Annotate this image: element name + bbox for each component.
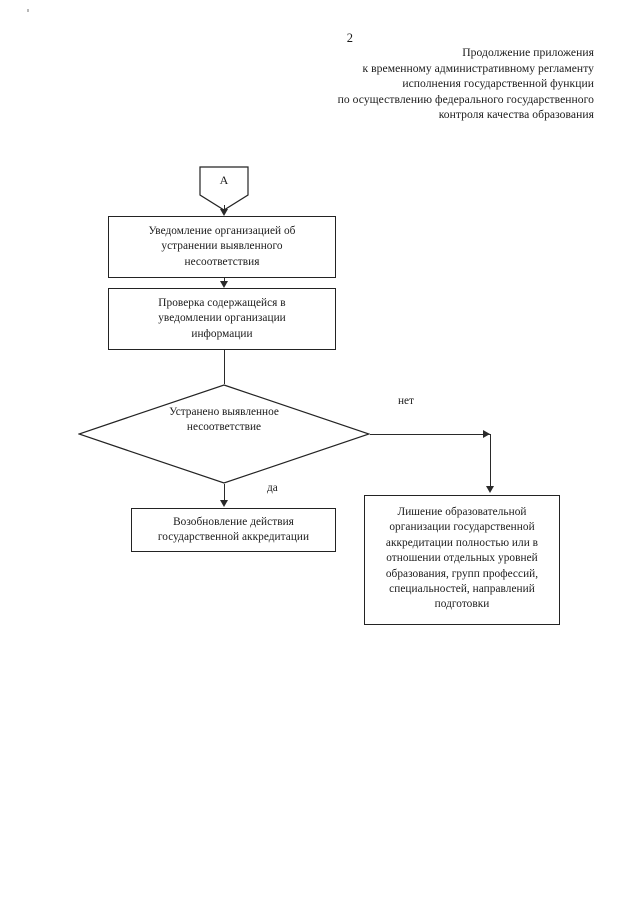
notification-line-2: устранении выявленного [161, 240, 283, 253]
process-box-revoke-text: Лишение образовательной организации госу… [365, 505, 559, 613]
edge-decision-to-revoke-horizontal [370, 434, 490, 435]
header-line-4: по осуществлению федерального государств… [337, 92, 594, 106]
arrowhead-down-icon [486, 486, 494, 493]
process-box-revoke: Лишение образовательной организации госу… [364, 495, 560, 625]
page-number: 2 [346, 31, 354, 45]
edge-notification-to-check [224, 278, 225, 283]
edge-decision-to-revoke-vertical [490, 434, 491, 488]
arrowhead-down-icon [220, 281, 228, 288]
check-line-3: информации [191, 327, 253, 340]
resume-line-1: Возобновление действия [173, 515, 294, 528]
revoke-line-3: аккредитации полностью или в [385, 536, 539, 549]
check-line-2: уведомлении организации [158, 312, 286, 325]
revoke-line-1: Лишение образовательной [397, 506, 527, 518]
revoke-line-2: организации государственной [389, 521, 535, 534]
pentagon-shape [199, 166, 249, 211]
notification-line-3: несоответствия [184, 255, 260, 268]
process-box-resume-text: Возобновление действия государственной а… [132, 515, 335, 546]
check-line-1: Проверка содержащейся в [158, 296, 286, 309]
process-box-check-text: Проверка содержащейся в уведомлении орга… [109, 296, 335, 342]
header-line-1: Продолжение приложения [462, 46, 594, 59]
flow-connector-a: А [199, 166, 249, 211]
decision-label: Устранено выявленное несоответствие [78, 405, 370, 436]
scan-artifact [27, 9, 29, 12]
process-box-notification: Уведомление организацией об устранении в… [108, 216, 336, 278]
decision-line-1: Устранено выявленное [169, 406, 279, 418]
arrowhead-down-icon [220, 500, 228, 507]
process-box-resume: Возобновление действия государственной а… [131, 508, 336, 552]
arrowhead-down-icon [220, 209, 228, 216]
revoke-line-6: специальностей, направлений [389, 583, 535, 596]
decision-diamond: Устранено выявленное несоответствие [78, 384, 370, 484]
edge-check-to-decision [224, 350, 225, 384]
edge-decision-to-resume [224, 484, 225, 502]
document-header: Продолжение приложения к временному адми… [174, 45, 594, 123]
process-box-check: Проверка содержащейся в уведомлении орга… [108, 288, 336, 350]
connector-a-label: А [219, 173, 229, 187]
process-box-notification-text: Уведомление организацией об устранении в… [109, 224, 335, 270]
arrowhead-right-icon [483, 430, 490, 438]
revoke-line-5: образования, групп профессий, [385, 567, 539, 580]
branch-label-yes: да [267, 482, 278, 494]
resume-line-2: государственной аккредитации [157, 531, 310, 543]
revoke-line-4: отношении отдельных уровней [386, 552, 538, 565]
notification-line-1: Уведомление организацией об [148, 224, 296, 237]
header-line-5: контроля качества образования [438, 108, 594, 122]
header-line-3: исполнения государственной функции [402, 77, 594, 91]
branch-label-no: нет [398, 395, 414, 407]
revoke-line-7: подготовки [434, 598, 490, 611]
decision-line-2: несоответствие [186, 421, 262, 434]
diamond-shape [78, 384, 370, 484]
header-line-2: к временному административному регламент… [362, 61, 594, 75]
